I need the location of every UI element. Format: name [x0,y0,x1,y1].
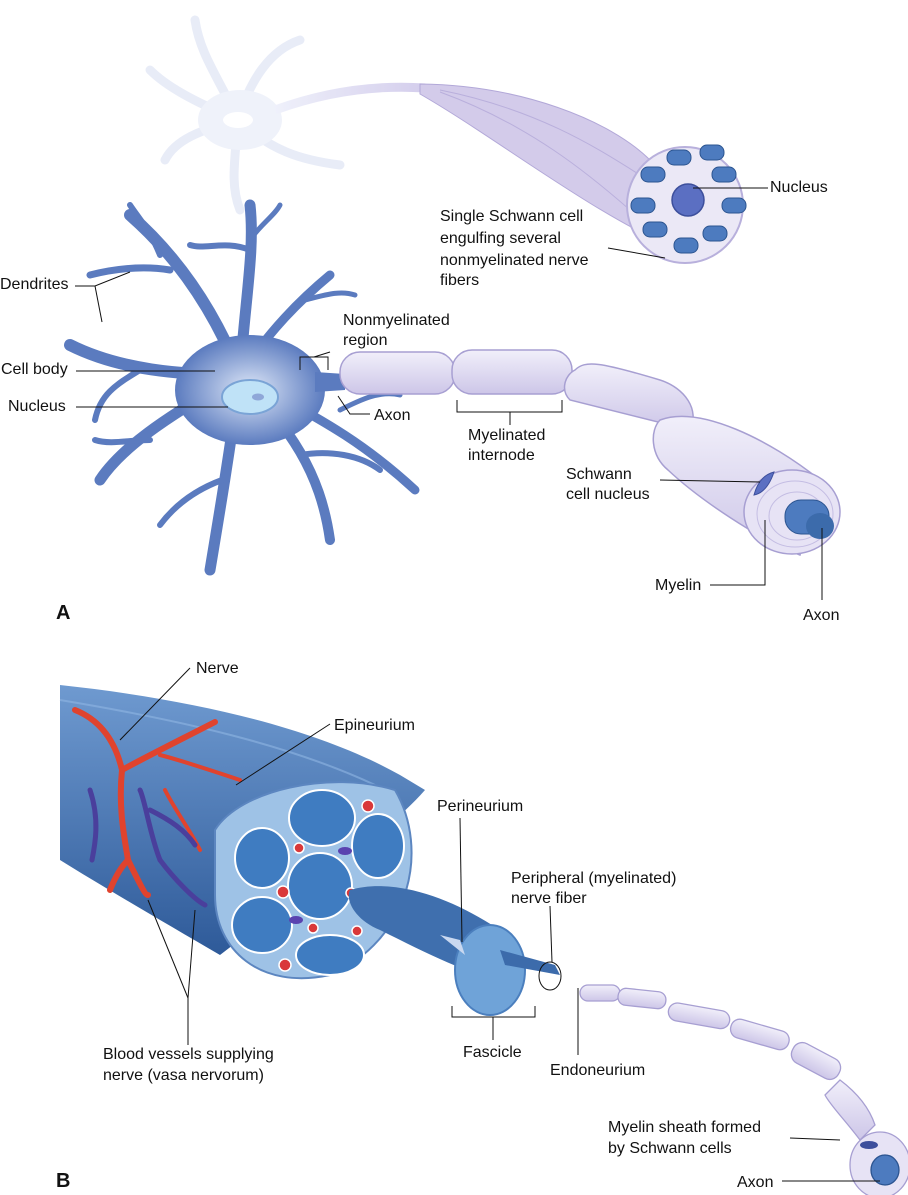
label-vessels-line1: Blood vessels supplying [103,1046,274,1063]
label-internode-line2: internode [468,447,535,464]
peripheral-fiber [579,984,908,1195]
label-nonmyelinated-line1: Nonmyelinated [343,312,450,329]
label-schwann-nucleus-line1: Schwann [566,466,632,483]
label-nerve: Nerve [196,660,239,677]
label-nonmyelinated-line2: region [343,332,388,349]
label-internode-line1: Myelinated [468,427,546,444]
label-myelin: Myelin [655,577,702,594]
label-schwann-line3: nonmyelinated nerve [440,252,589,269]
fascicle-1 [288,789,356,847]
label-nucleus: Nucleus [8,398,66,415]
label-cell-body: Cell body [1,361,68,378]
label-axon: Axon [374,407,411,424]
label-schwann-line1: Single Schwann cell [440,208,584,225]
leader-lines-a [75,187,823,600]
label-sheath-line1: Myelin sheath formed [608,1119,761,1136]
fascicle-6 [295,934,365,976]
label-axon-end: Axon [803,607,840,624]
faded-neuron [145,15,426,215]
fascicle-5 [231,896,293,954]
label-fiber-line1: Peripheral (myelinated) [511,870,677,887]
fascicle-2 [351,813,405,879]
internode-1 [339,351,456,395]
label-nucleus-nonmyelinated: Nucleus [770,179,828,196]
label-fascicle: Fascicle [463,1044,522,1061]
internode-2 [451,349,573,395]
fascicle-4 [287,852,353,920]
nerve-trunk [59,685,560,1016]
label-schwann-line4: fibers [440,272,480,289]
label-dendrites: Dendrites [0,276,69,293]
label-endoneurium: Endoneurium [550,1062,646,1079]
neuron [64,199,420,576]
label-epineurium: Epineurium [334,717,415,734]
label-perineurium: Perineurium [437,798,524,815]
internode-3 [563,363,694,431]
nonmyelinated-bundle [419,83,747,264]
blood-vessels [72,707,242,908]
panel-label-a: A [56,602,71,624]
label-fiber-line2: nerve fiber [511,890,587,907]
label-vessels-line2: nerve (vasa nervorum) [103,1067,264,1084]
label-schwann-line2: engulfing several [440,230,561,247]
leader-lines-b [119,667,880,1182]
schwann-cell-nucleus [753,471,775,496]
label-sheath-line2: by Schwann cells [608,1140,732,1157]
fascicle-3 [234,827,290,889]
panel-label-b: B [56,1170,71,1192]
label-schwann-nucleus-line2: cell nucleus [566,486,650,503]
label-axon-b: Axon [737,1174,774,1191]
